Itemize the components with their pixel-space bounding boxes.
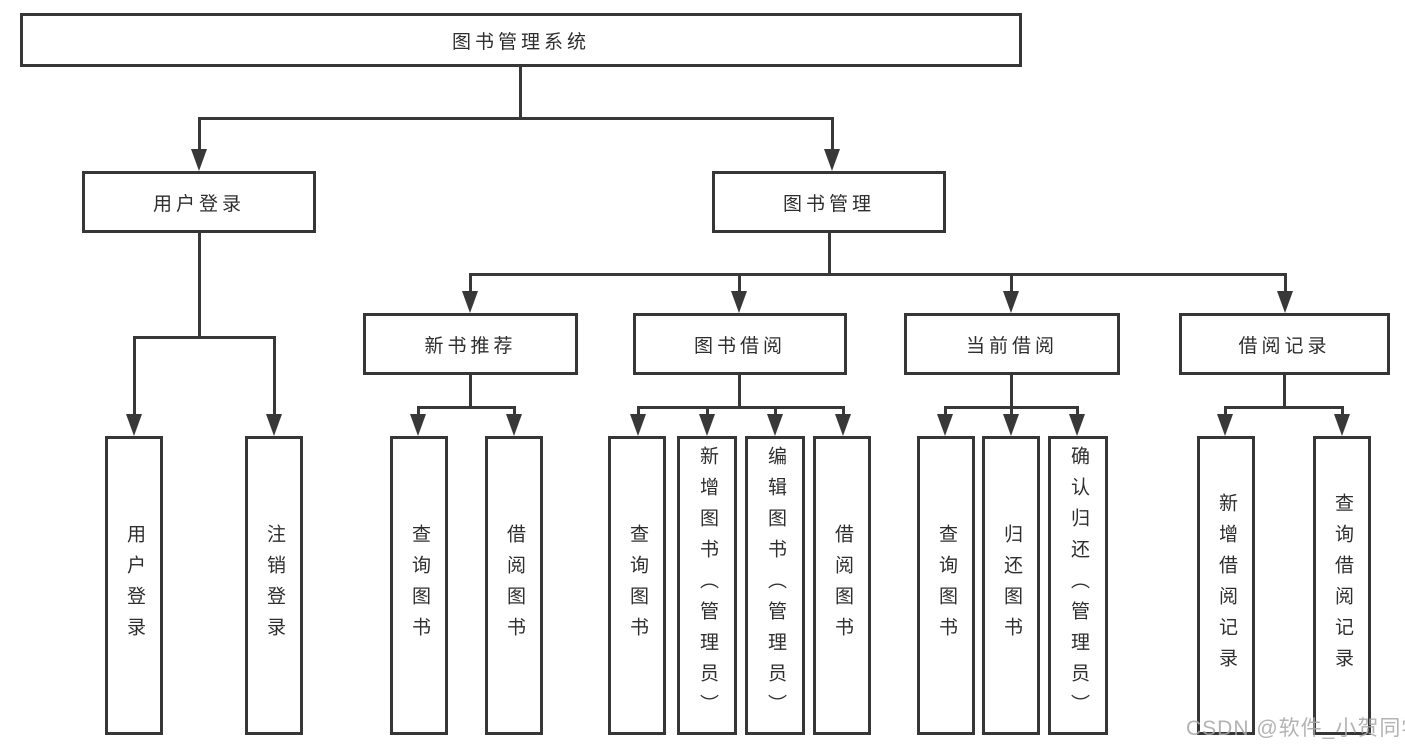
connector-to-user-login — [198, 117, 201, 149]
leaf-query-book-recommend: 查询图书 — [390, 436, 448, 735]
connector-new-book-stem — [469, 375, 472, 406]
connector-to-borrow-records — [1284, 273, 1287, 291]
leaf-edit-book-admin: 编辑图书（管理员） — [745, 436, 805, 735]
leaf-query-book-current: 查询图书 — [917, 436, 975, 735]
leaf-borrow-book: 借阅图书 — [813, 436, 871, 735]
arrowhead-down — [1003, 291, 1019, 313]
node-book-management: 图书管理 — [712, 171, 946, 233]
node-borrow-records-label: 借阅记录 — [1238, 335, 1331, 357]
arrowhead-down — [937, 414, 953, 436]
node-new-book-recommend-label: 新书推荐 — [424, 335, 517, 357]
arrowhead-down — [410, 414, 426, 436]
arrowhead-down — [1217, 414, 1233, 436]
connector-user-login-rail — [133, 336, 276, 339]
connector-borrow-records-rail — [1224, 406, 1344, 409]
leaf-add-book-admin: 新增图书（管理员） — [677, 436, 737, 735]
leaf-add-borrow-record: 新增借阅记录 — [1197, 436, 1255, 735]
connector-leaf-drop — [637, 406, 640, 414]
node-user-login-label: 用户登录 — [152, 193, 245, 215]
arrowhead-down — [731, 291, 747, 313]
arrowhead-down — [462, 291, 478, 313]
connector-leaf-drop — [1010, 406, 1013, 414]
connector-leaf-drop — [842, 406, 845, 414]
leaf-confirm-return-admin: 确认归还（管理员） — [1048, 436, 1108, 735]
leaf-edit-book-admin-label: 编辑图书（管理员） — [764, 446, 786, 725]
connector-user-login-stem — [198, 233, 201, 336]
arrowhead-down — [767, 414, 783, 436]
connector-book-borrow-stem — [738, 375, 741, 406]
leaf-confirm-return-admin-label: 确认归还（管理员） — [1067, 446, 1089, 725]
connector-book-management-rail — [469, 273, 1287, 276]
leaf-add-book-admin-label: 新增图书（管理员） — [696, 446, 718, 725]
leaf-user-login-label: 用户登录 — [123, 523, 145, 648]
node-book-borrow: 图书借阅 — [633, 313, 847, 375]
arrowhead-down — [699, 414, 715, 436]
csdn-watermark: CSDN @软件_小贺同学 — [1186, 717, 1405, 740]
leaf-query-borrow-record: 查询借阅记录 — [1313, 436, 1371, 735]
node-borrow-records: 借阅记录 — [1179, 313, 1390, 375]
connector-to-leaf-login — [133, 336, 136, 414]
connector-leaf-drop — [1076, 406, 1079, 414]
leaf-add-borrow-record-label: 新增借阅记录 — [1215, 492, 1237, 679]
node-root-label: 图书管理系统 — [451, 31, 590, 53]
connector-to-book-borrow — [738, 273, 741, 291]
leaf-query-book-recommend-label: 查询图书 — [408, 523, 430, 648]
node-new-book-recommend: 新书推荐 — [363, 313, 578, 375]
connector-leaf-drop — [1341, 406, 1344, 414]
leaf-return-book: 归还图书 — [982, 436, 1040, 735]
arrowhead-down — [1334, 414, 1350, 436]
connector-leaf-drop — [944, 406, 947, 414]
node-current-borrow-label: 当前借阅 — [965, 335, 1058, 357]
connector-root-stem — [519, 67, 522, 117]
leaf-query-book-current-label: 查询图书 — [935, 523, 957, 648]
connector-book-management-stem — [828, 233, 831, 273]
connector-new-book-rail — [417, 406, 516, 409]
connector-borrow-records-stem — [1283, 375, 1286, 406]
leaf-query-book-borrow: 查询图书 — [608, 436, 666, 735]
connector-leaf-drop — [706, 406, 709, 414]
leaf-user-login: 用户登录 — [105, 436, 163, 735]
leaf-borrow-book-label: 借阅图书 — [831, 523, 853, 648]
connector-to-new-book — [469, 273, 472, 291]
arrowhead-down — [266, 414, 282, 436]
arrowhead-down — [630, 414, 646, 436]
leaf-query-book-borrow-label: 查询图书 — [626, 523, 648, 648]
arrowhead-down — [1277, 291, 1293, 313]
connector-root-rail — [198, 117, 834, 120]
arrowhead-down — [126, 414, 142, 436]
node-user-login: 用户登录 — [82, 171, 316, 233]
leaf-logout-label: 注销登录 — [263, 523, 285, 648]
leaf-logout: 注销登录 — [245, 436, 303, 735]
arrowhead-down — [1069, 414, 1085, 436]
node-book-borrow-label: 图书借阅 — [693, 335, 786, 357]
arrowhead-down — [191, 149, 207, 171]
leaf-borrow-book-recommend-label: 借阅图书 — [503, 523, 525, 648]
leaf-return-book-label: 归还图书 — [1000, 523, 1022, 648]
connector-to-leaf-logout — [273, 336, 276, 414]
leaf-query-borrow-record-label: 查询借阅记录 — [1331, 492, 1353, 679]
connector-leaf-drop — [1224, 406, 1227, 414]
connector-leaf-drop — [513, 406, 516, 414]
arrowhead-down — [506, 414, 522, 436]
arrowhead-down — [835, 414, 851, 436]
connector-book-borrow-rail — [637, 406, 845, 409]
connector-leaf-drop — [774, 406, 777, 414]
connector-to-book-management — [831, 117, 834, 149]
leaf-borrow-book-recommend: 借阅图书 — [485, 436, 543, 735]
connector-to-current-borrow — [1010, 273, 1013, 291]
node-book-management-label: 图书管理 — [782, 193, 875, 215]
connector-current-borrow-stem — [1010, 375, 1013, 406]
node-root: 图书管理系统 — [20, 13, 1022, 67]
node-current-borrow: 当前借阅 — [904, 313, 1120, 375]
arrowhead-down — [1003, 414, 1019, 436]
arrowhead-down — [824, 149, 840, 171]
connector-leaf-drop — [417, 406, 420, 414]
